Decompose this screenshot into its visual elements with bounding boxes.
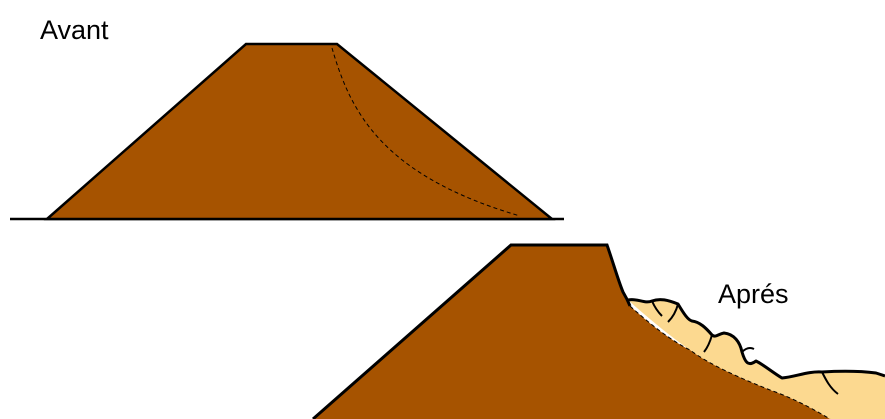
after-panel: Aprés	[313, 245, 885, 419]
before-label: Avant	[40, 15, 109, 45]
after-crack-4	[742, 348, 754, 352]
before-embankment	[47, 44, 552, 219]
after-embankment	[313, 245, 830, 419]
after-label: Aprés	[718, 279, 789, 309]
before-panel: Avant	[10, 15, 564, 219]
